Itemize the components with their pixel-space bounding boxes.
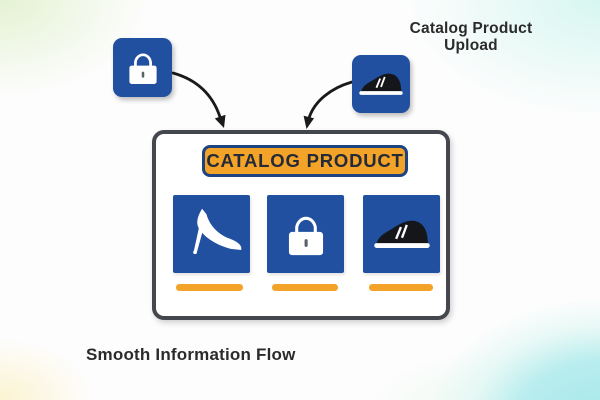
product-tile-handbag — [267, 195, 344, 273]
underline-bar-2 — [272, 284, 338, 291]
upload-tile-sneaker — [352, 55, 410, 113]
arrow-left — [171, 71, 222, 119]
arrowhead-right — [303, 115, 314, 129]
upload-caption: Catalog Product Upload — [409, 20, 533, 54]
bottom-caption: Smooth Information Flow — [86, 345, 296, 364]
arrowhead-left — [214, 114, 226, 128]
underline-bar-3 — [369, 284, 433, 291]
product-tile-sneaker — [363, 195, 440, 273]
handbag-icon — [128, 53, 157, 84]
catalog-panel: CATALOG PRODUCT — [152, 130, 450, 320]
sneaker-icon — [373, 220, 430, 248]
product-tile-high-heel — [173, 195, 250, 273]
high-heel-icon — [192, 208, 241, 255]
catalog-banner: CATALOG PRODUCT — [202, 145, 408, 177]
arrow-right — [307, 80, 354, 120]
handbag-icon — [288, 216, 323, 256]
underline-bar-1 — [176, 284, 243, 291]
upload-tile-handbag — [113, 38, 172, 97]
sneaker-icon — [359, 73, 403, 95]
